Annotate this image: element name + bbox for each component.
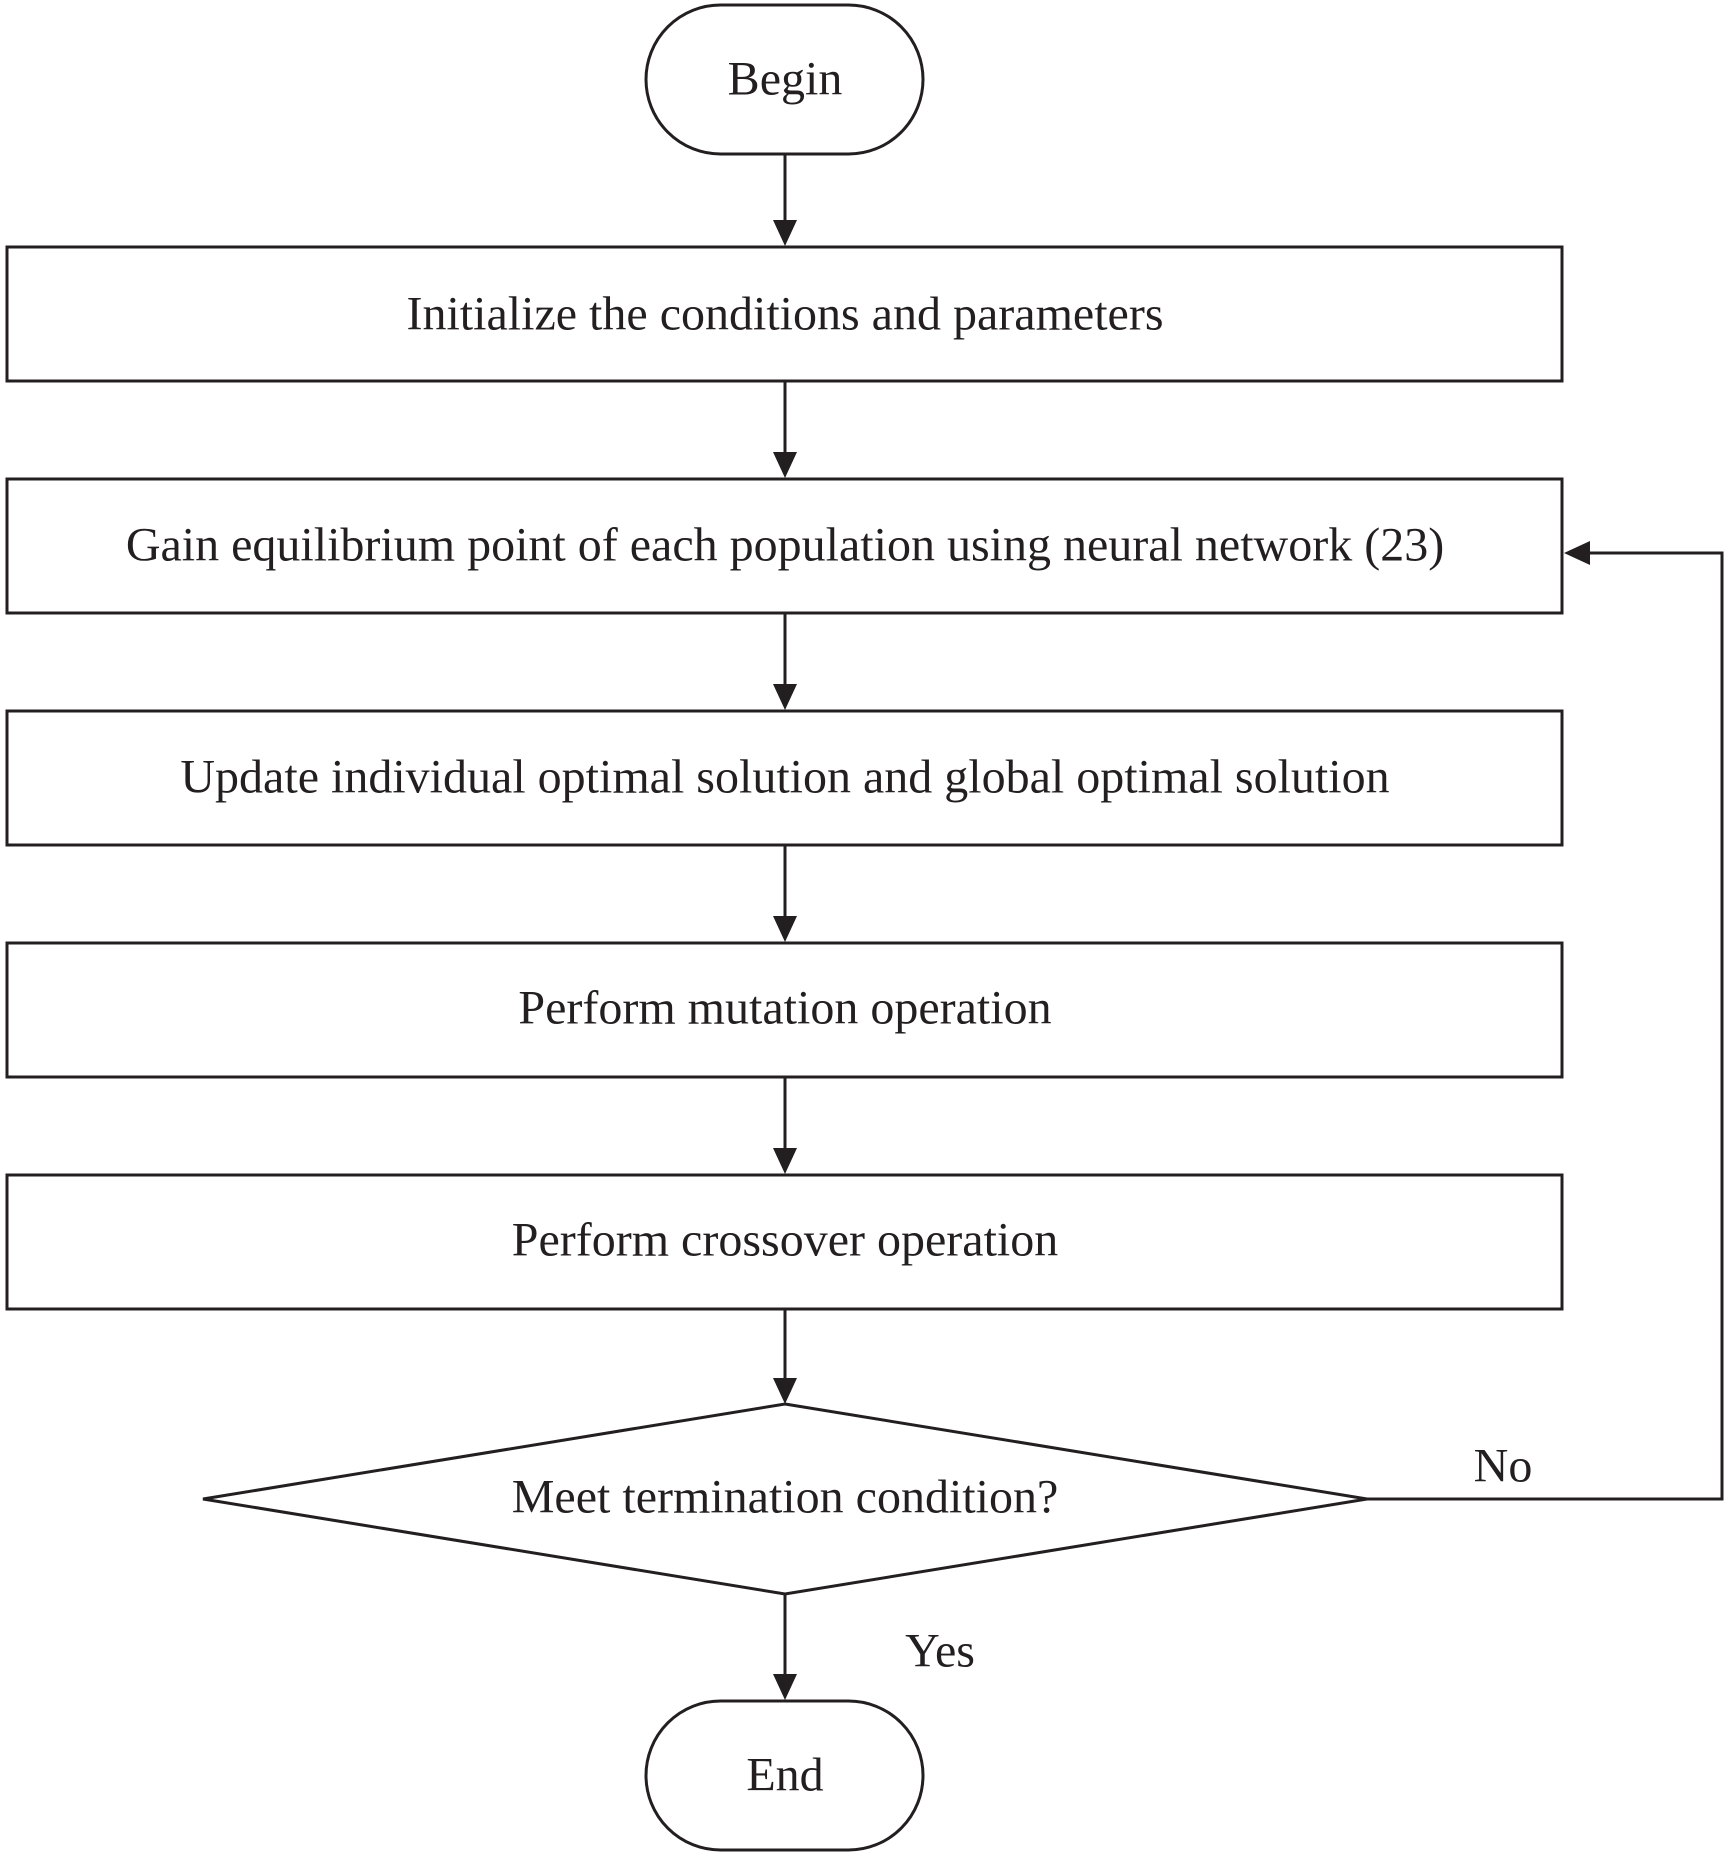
mutation-label: Perform mutation operation <box>518 982 1051 1035</box>
update-node: Update individual optimal solution and g… <box>5 709 1564 847</box>
end-node: End <box>644 1699 925 1852</box>
crossover-label: Perform crossover operation <box>512 1214 1059 1267</box>
crossover-node: Perform crossover operation <box>5 1173 1564 1311</box>
begin-label: Begin <box>728 53 843 106</box>
decision-node: Meet termination condition? <box>202 1402 1368 1596</box>
arrow-equilibrium-to-update <box>773 613 797 710</box>
init-label: Initialize the conditions and parameters <box>406 288 1163 341</box>
arrow-init-to-equilibrium <box>773 381 797 478</box>
yes-label: Yes <box>905 1625 975 1678</box>
init-node: Initialize the conditions and parameters <box>5 245 1564 383</box>
arrow-no-loop <box>1367 541 1724 1501</box>
arrow-yes-to-end <box>773 1594 797 1700</box>
arrow-update-to-mutation <box>773 845 797 942</box>
equilibrium-node: Gain equilibrium point of each populatio… <box>5 477 1564 615</box>
arrow-crossover-to-decision <box>773 1309 797 1404</box>
update-label: Update individual optimal solution and g… <box>180 751 1389 804</box>
arrow-begin-to-init <box>773 154 797 246</box>
end-label: End <box>746 1749 823 1802</box>
equilibrium-label: Gain equilibrium point of each populatio… <box>126 519 1444 572</box>
begin-node: Begin <box>644 3 925 156</box>
mutation-node: Perform mutation operation <box>5 941 1564 1079</box>
no-label: No <box>1474 1440 1533 1493</box>
arrow-mutation-to-crossover <box>773 1077 797 1174</box>
decision-label: Meet termination condition? <box>512 1471 1059 1524</box>
